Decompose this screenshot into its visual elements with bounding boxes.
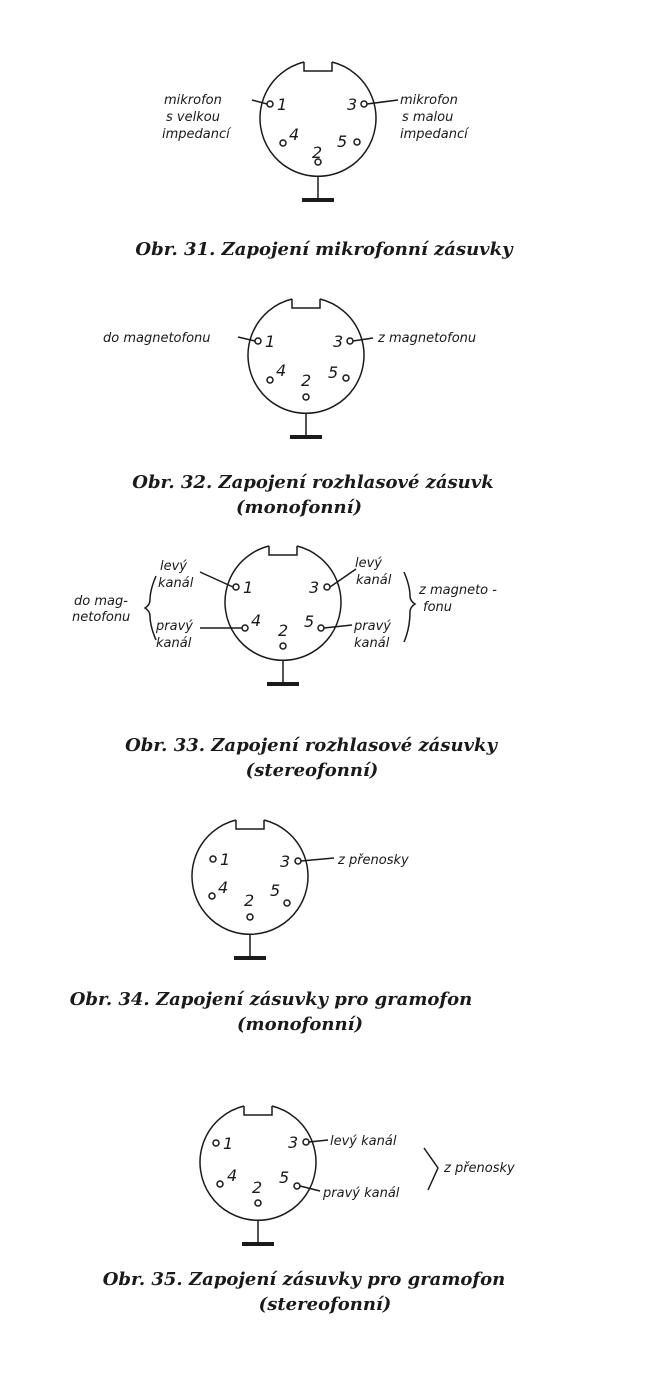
label-mic-high-1: mikrofon (164, 93, 222, 108)
pin-2: 2 (301, 371, 311, 390)
caption-33-line1: Obr. 33. Zapojení rozhlasové zásuvky (125, 735, 498, 756)
caption-35-line1: Obr. 35. Zapojení zásuvky pro gramofon (103, 1269, 506, 1290)
caption-32-line1: Obr. 32. Zapojení rozhlasové zásuvk (132, 472, 493, 493)
pin-4: 4 (218, 878, 228, 897)
figure-34: 1 3 4 5 2 z přenosky Obr. 34. Zapojení z… (70, 818, 473, 1035)
pin-4: 4 (227, 1166, 237, 1185)
pin-3: 3 (309, 578, 319, 597)
pin-3: 3 (288, 1133, 298, 1152)
label-mic-high-2: s velkou (166, 110, 220, 125)
pin-4: 4 (289, 125, 299, 144)
label-from-pickup: z přenosky (443, 1161, 515, 1176)
label-mic-low-1: mikrofon (400, 93, 458, 108)
label-mic-high-3: impedancí (162, 127, 232, 142)
label-mic-low-3: impedancí (400, 127, 470, 142)
caption-32-line2: (monofonní) (236, 497, 362, 518)
caption-35-line2: (stereofonní) (259, 1294, 392, 1315)
pin-2: 2 (278, 621, 288, 640)
pin-5: 5 (328, 363, 338, 382)
label-from-pickup: z přenosky (337, 853, 409, 868)
figure-35: 1 3 4 5 2 levý kanál pravý kanál z přeno… (103, 1104, 515, 1315)
pin-4: 4 (251, 611, 261, 630)
pin-2: 2 (252, 1178, 262, 1197)
pin-2: 2 (244, 891, 254, 910)
label-mic-low-2: s malou (402, 110, 453, 125)
pin-3: 3 (333, 332, 343, 351)
label-from-recorder-1: z magneto - (418, 583, 497, 598)
pin-4: 4 (276, 361, 286, 380)
label-left-ch-r-1: levý (355, 556, 382, 571)
label-left-channel: levý kanál (330, 1134, 397, 1149)
caption-34-line1: Obr. 34. Zapojení zásuvky pro gramofon (70, 989, 473, 1010)
pin-5: 5 (337, 132, 347, 151)
pin-3: 3 (347, 95, 357, 114)
label-left-ch-1: levý (160, 559, 187, 574)
label-to-recorder-2: netofonu (72, 610, 130, 625)
label-right-ch-r-2: kanál (354, 636, 390, 651)
pin-1: 1 (265, 332, 275, 351)
figure-32: 1 3 4 5 2 do magnetofonu z magnetofonu O… (103, 297, 494, 518)
label-left-ch-r-2: kanál (356, 573, 392, 588)
label-right-ch-1: pravý (155, 619, 193, 634)
caption-31: Obr. 31. Zapojení mikrofonní zásuvky (135, 239, 514, 260)
label-left-ch-2: kanál (158, 576, 194, 591)
pin-1: 1 (223, 1134, 233, 1153)
figure-31: 1 3 4 5 2 mikrofon s velkou impedancí mi… (135, 60, 514, 260)
label-to-recorder: do magnetofonu (103, 331, 211, 346)
pin-1: 1 (277, 95, 287, 114)
figure-33: 1 3 4 5 2 levý kanál pravý kanál do mag-… (72, 544, 498, 781)
label-from-recorder-2: fonu (423, 600, 452, 615)
pin-5: 5 (279, 1168, 289, 1187)
caption-34-line2: (monofonní) (237, 1014, 363, 1035)
label-right-ch-r-1: pravý (353, 619, 391, 634)
pin-5: 5 (270, 881, 280, 900)
label-right-channel: pravý kanál (322, 1186, 400, 1201)
pin-1: 1 (220, 850, 230, 869)
pin-1: 1 (243, 578, 253, 597)
pin-2: 2 (312, 143, 322, 162)
label-to-recorder-1: do mag- (74, 594, 128, 609)
label-from-recorder: z magnetofonu (377, 331, 476, 346)
pin-3: 3 (280, 852, 290, 871)
caption-33-line2: (stereofonní) (246, 760, 379, 781)
pin-5: 5 (304, 612, 314, 631)
label-right-ch-2: kanál (156, 636, 192, 651)
